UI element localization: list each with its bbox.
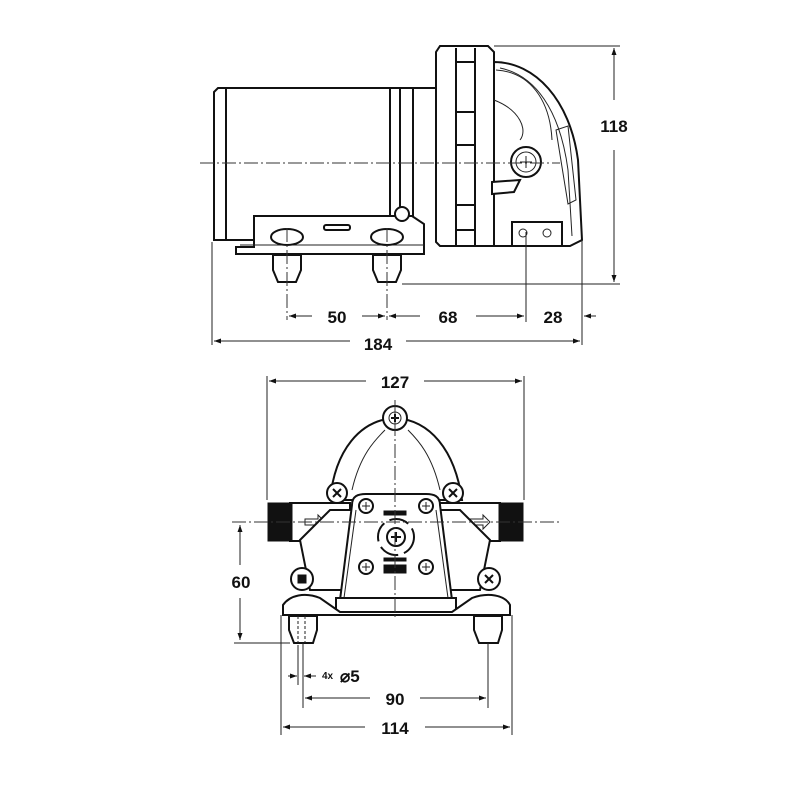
label-118: 118: [600, 117, 627, 136]
pump-housing: [326, 405, 464, 504]
dimension-114: 114: [283, 719, 510, 738]
label-184: 184: [364, 335, 393, 354]
dimension-28: 28: [544, 308, 596, 327]
dimension-hole-diameter: 4x ⌀5: [288, 667, 360, 686]
label-28: 28: [544, 308, 563, 327]
dimension-68: 68: [389, 308, 524, 327]
dimension-90: 90: [305, 690, 486, 709]
label-68: 68: [439, 308, 458, 327]
label-4x: 4x: [322, 671, 334, 682]
label-diameter-5: ⌀5: [340, 667, 360, 686]
dimension-127: 127: [266, 373, 525, 500]
mounting-bracket: [235, 206, 425, 255]
label-60: 60: [232, 573, 251, 592]
dimension-50: 50: [289, 308, 385, 327]
motor-body: [213, 87, 436, 241]
label-127: 127: [381, 373, 409, 392]
rubber-feet: [272, 228, 402, 320]
dimension-118: 118: [402, 45, 628, 285]
label-90: 90: [386, 690, 405, 709]
dimension-184: 184: [214, 335, 580, 354]
pump-head: [200, 45, 584, 247]
side-view: 118 50 68 28 184: [200, 45, 628, 354]
label-114: 114: [381, 719, 409, 738]
base: [282, 593, 511, 644]
front-view: 127: [232, 373, 560, 738]
label-50: 50: [328, 308, 347, 327]
